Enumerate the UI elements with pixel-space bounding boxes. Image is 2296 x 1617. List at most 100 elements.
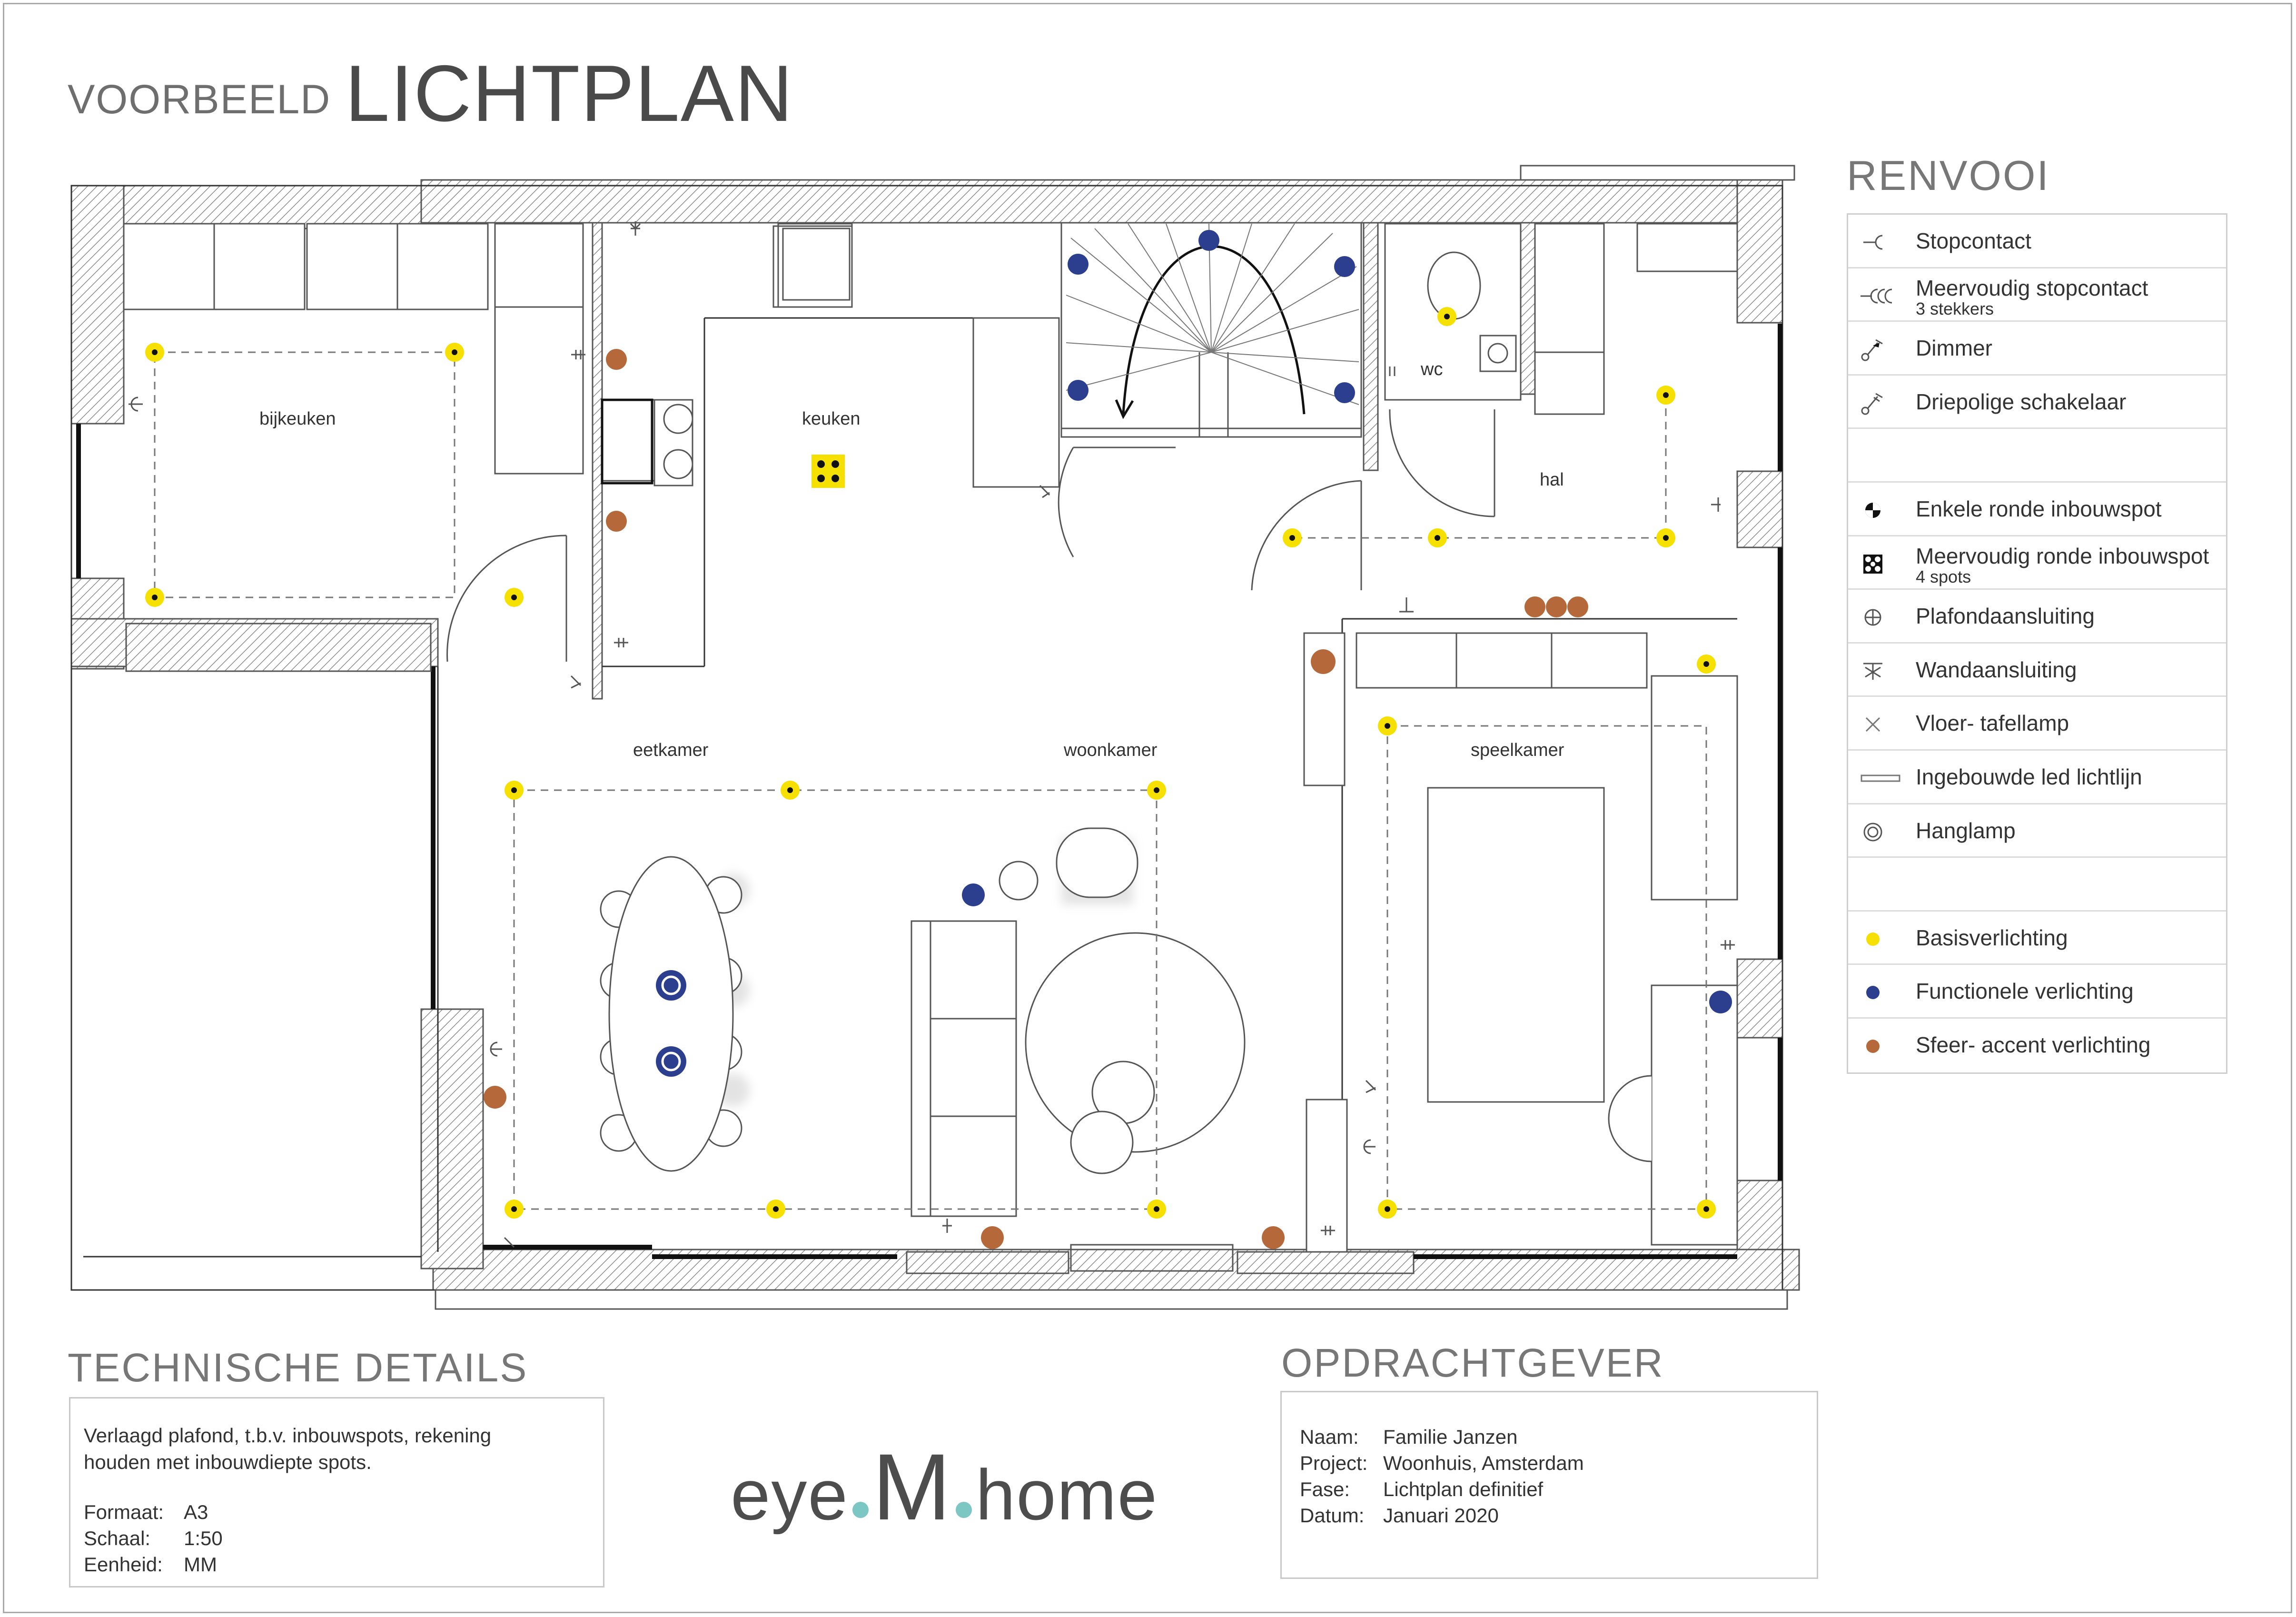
basis-spot-marks — [152, 314, 1709, 1212]
functional-lights — [656, 230, 1732, 1077]
legend-label: Ingebouwde led lichtlijn — [1916, 764, 2142, 789]
led-line-icon — [1859, 765, 1900, 792]
legend-row: Basisverlichting — [1848, 912, 2226, 965]
room-eetkamer: eetkamer — [633, 740, 709, 760]
multi-socket-icon — [1859, 283, 1892, 309]
detail-key: Eenheid: — [84, 1553, 163, 1576]
detail-value: MM — [184, 1553, 217, 1576]
legend-row: Stopcontact — [1848, 215, 2226, 268]
yellow-dot-icon — [1859, 926, 1887, 952]
page-title: LICHTPLAN — [345, 49, 794, 138]
room-wc: wc — [1420, 359, 1443, 379]
legend-row: Plafondaansluiting — [1848, 590, 2226, 644]
legend-label: Enkele ronde inbouwspot — [1916, 496, 2162, 521]
light-circuits — [154, 351, 1707, 1210]
blue-dot-icon — [1859, 979, 1887, 1006]
legend-row: Enkele ronde inbouwspot — [1848, 483, 2226, 536]
technical-box: Verlaagd plafond, t.b.v. inbouwspots, re… — [69, 1397, 604, 1587]
page-frame — [3, 3, 2292, 1613]
detail-value: A3 — [184, 1501, 208, 1523]
logo-middle: M — [872, 1434, 952, 1539]
three-way-switch-icon — [1859, 390, 1887, 417]
living-furniture — [910, 787, 1652, 1217]
room-speelkamer: speelkamer — [1471, 740, 1564, 760]
walls — [70, 179, 1800, 1291]
legend-sublabel: 3 stekkers — [1916, 298, 1994, 318]
legend-label: Meervoudig stopcontact — [1916, 275, 2148, 300]
detail-row: Formaat: A3 — [84, 1501, 223, 1527]
legend-row: Dimmer — [1848, 322, 2226, 376]
legend-label: Hanglamp — [1916, 818, 2016, 843]
detail-key: Formaat: — [84, 1501, 164, 1523]
detail-value: 1:50 — [184, 1527, 223, 1549]
socket-icon — [1859, 229, 1887, 256]
logo-dot-left — [852, 1502, 869, 1518]
room-labels: bijkeuken keuken wc hal eetkamer woonkam… — [259, 359, 1564, 760]
legend-row — [1848, 429, 2226, 483]
brown-dot-icon — [1859, 1033, 1887, 1060]
dining-set — [600, 856, 750, 1172]
detail-key: Datum: — [1300, 1504, 1365, 1527]
legend-label: Meervoudig ronde inbouwspot — [1916, 543, 2209, 568]
detail-row: Schaal: 1:50 — [84, 1527, 223, 1553]
legend-row: Sfeer- accent verlichting — [1848, 1019, 2226, 1072]
wall-connection-icon — [1859, 658, 1887, 684]
client-heading: OPDRACHTGEVER — [1281, 1340, 1664, 1385]
detail-row: Fase:Lichtplan definitief — [1300, 1478, 1584, 1504]
technical-note: Verlaagd plafond, t.b.v. inbouwspots, re… — [84, 1424, 492, 1473]
detail-row: Naam: Familie Janzen — [1300, 1426, 1584, 1452]
detail-value: Familie Janzen — [1383, 1426, 1518, 1448]
accent-lights — [484, 349, 1588, 1249]
detail-key: Schaal: — [84, 1527, 151, 1549]
legend-label: Wandaansluiting — [1916, 657, 2077, 682]
socket-symbols — [129, 221, 1735, 1248]
legend-row: Hanglamp — [1848, 804, 2226, 858]
detail-value: Woonhuis, Amsterdam — [1383, 1452, 1584, 1474]
ceiling-connection-icon — [1859, 604, 1887, 631]
legend-label: Basisverlichting — [1916, 925, 2068, 950]
room-bijkeuken: bijkeuken — [259, 409, 336, 429]
legend-row: Wandaansluiting — [1848, 644, 2226, 697]
detail-row: Project: Woonhuis, Amsterdam — [1300, 1452, 1584, 1478]
legend-label: Sfeer- accent verlichting — [1916, 1032, 2151, 1057]
legend-heading: RENVOOI — [1847, 152, 2050, 199]
legend-label: Stopcontact — [1916, 228, 2031, 253]
legend-row: Vloer- tafellamp — [1848, 697, 2226, 751]
legend-sublabel: 4 spots — [1916, 566, 1971, 586]
legend-row: Functionele verlichting — [1848, 965, 2226, 1019]
detail-row: Datum:Januari 2020 — [1300, 1504, 1584, 1530]
logo-right: home — [975, 1455, 1158, 1535]
detail-key: Naam: — [1300, 1426, 1359, 1448]
single-spot-icon — [1859, 497, 1887, 524]
dimmer-icon — [1859, 336, 1887, 363]
legend-row — [1848, 858, 2226, 912]
cabinets — [123, 223, 1738, 1253]
detail-key: Project: — [1300, 1452, 1368, 1474]
legend-label: Vloer- tafellamp — [1916, 711, 2069, 736]
logo-dot-right — [955, 1502, 972, 1518]
legend-label: Plafondaansluiting — [1916, 604, 2095, 629]
legend-label: Dimmer — [1916, 336, 1992, 361]
title-prefix: VOORBEELD — [68, 77, 331, 122]
legend-label: Driepolige schakelaar — [1916, 389, 2127, 414]
legend-row: Driepolige schakelaar — [1848, 376, 2226, 429]
windows — [76, 324, 1782, 1259]
room-keuken: keuken — [802, 409, 861, 429]
legend-row: Ingebouwde led lichtlijn — [1848, 751, 2226, 804]
detail-row: Eenheid: MM — [84, 1553, 223, 1579]
technical-heading: TECHNISCHE DETAILS — [68, 1345, 528, 1390]
legend-label: Functionele verlichting — [1916, 979, 2134, 1004]
doors — [446, 409, 1495, 662]
staircase — [1060, 222, 1362, 438]
logo-left: eye — [731, 1455, 849, 1535]
basis-spots — [145, 307, 1716, 1219]
sill — [435, 165, 1795, 1310]
